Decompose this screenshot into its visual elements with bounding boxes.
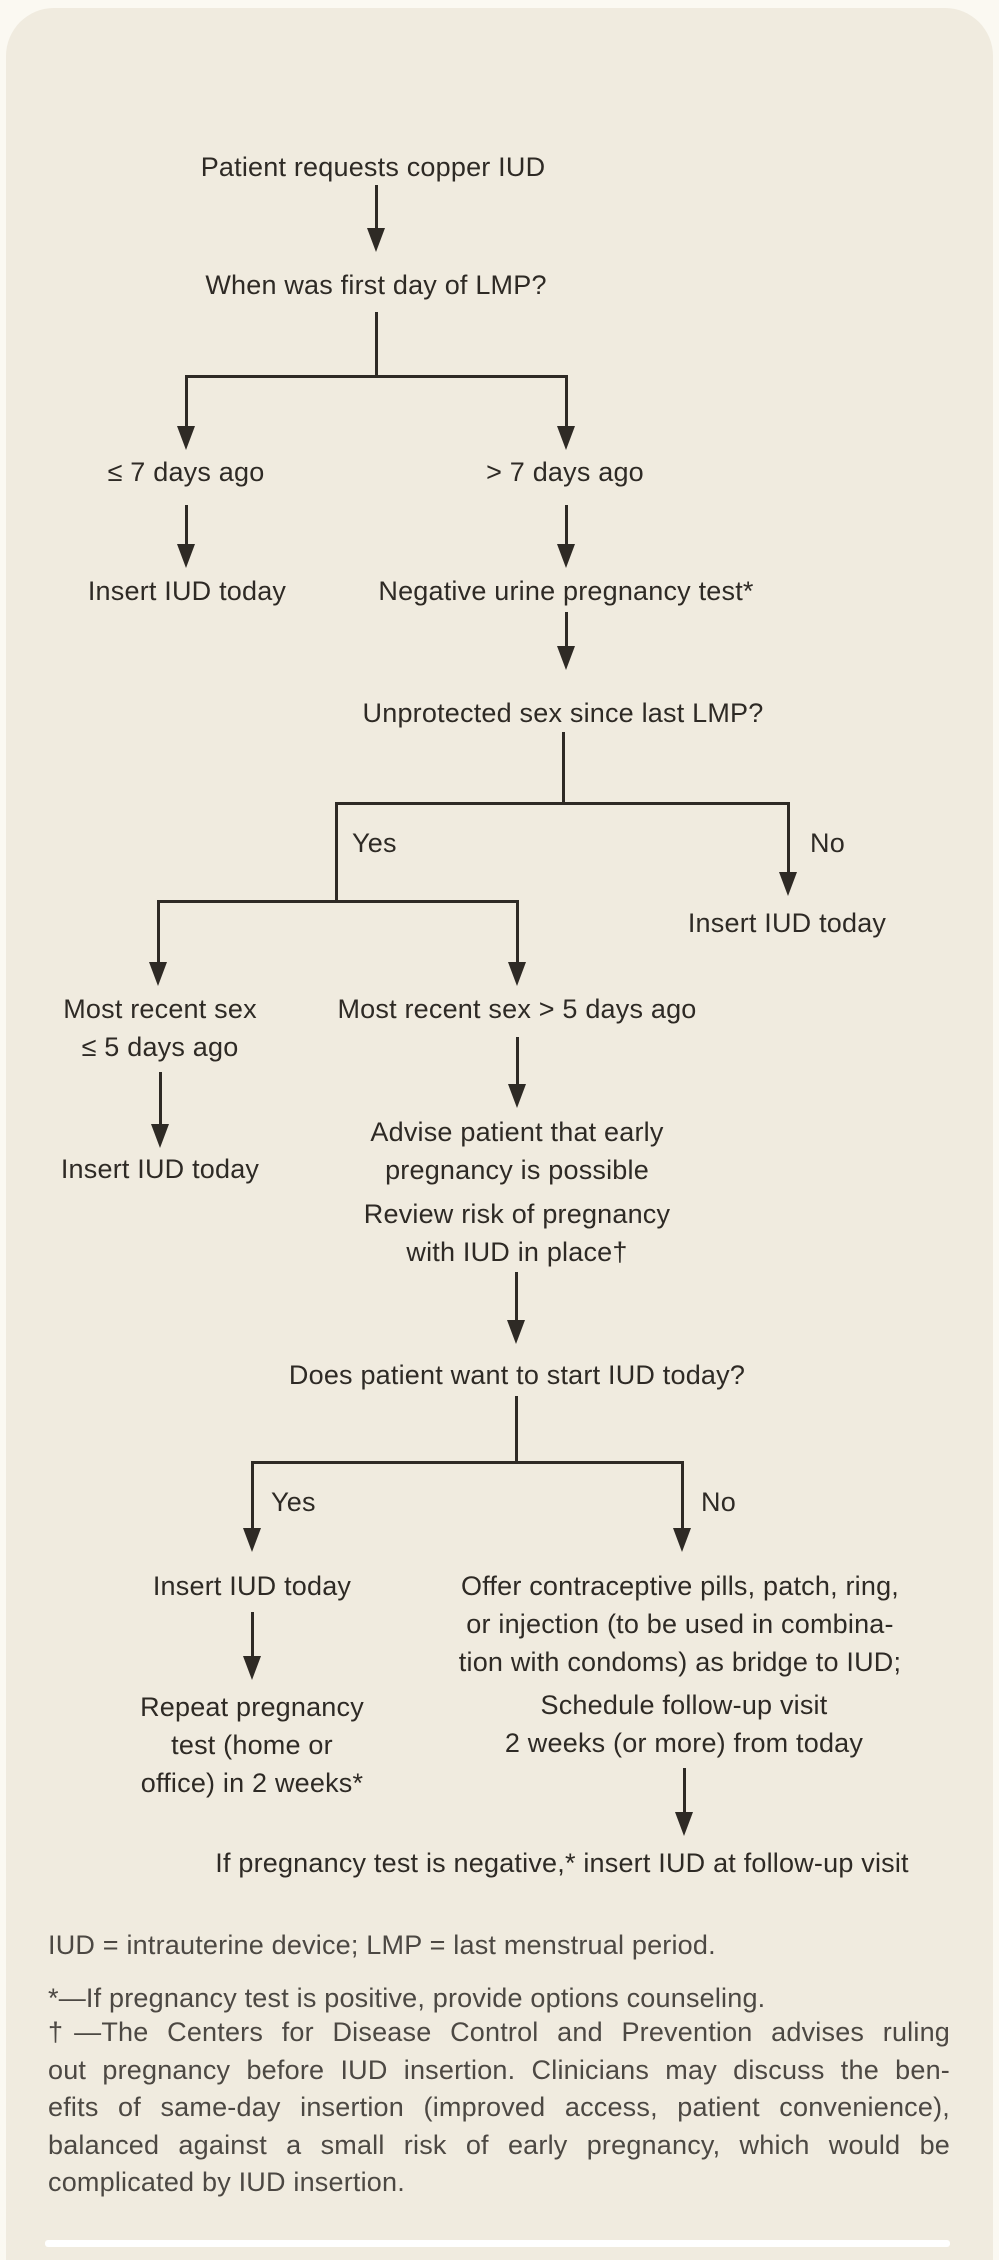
- flow-node-recent-le5: Most recent sex ≤ 5 days ago: [63, 990, 257, 1066]
- connector-yes1-down: [335, 802, 338, 903]
- connector-gt7-down: [565, 375, 568, 428]
- flow-node-repeat-test: Repeat pregnancy test (home or office) i…: [140, 1688, 364, 1802]
- flowchart-card: [6, 8, 993, 2260]
- arrowhead-final-icon: [675, 1812, 693, 1836]
- connector-le5-down: [157, 900, 160, 964]
- arrowhead-le5-icon: [149, 962, 167, 986]
- connector-unprotected-branch: [335, 802, 790, 805]
- footnote-dagger-line5: complicated by IUD insertion.: [48, 2167, 405, 2197]
- flow-node-insert-today-4: Insert IUD today: [152, 1571, 352, 1601]
- arrowhead-le7-insert-icon: [177, 544, 195, 568]
- connector-review-down: [515, 1272, 518, 1322]
- flow-node-insert-today-2: Insert IUD today: [687, 908, 887, 938]
- arrowhead-gt5-icon: [508, 962, 526, 986]
- footnote-asterisk: *—If pregnancy test is positive, provide…: [48, 1983, 766, 2013]
- flow-node-offer-line3: tion with condoms) as bridge to IUD;: [458, 1647, 902, 1677]
- footnote-dagger: †—The Centers for Disease Control and Pr…: [48, 2014, 950, 2202]
- arrowhead-review-down-icon: [507, 1320, 525, 1344]
- arrowhead-repeat-icon: [243, 1656, 261, 1680]
- arrowhead-no2-icon: [673, 1528, 691, 1552]
- connector-gt5-down: [516, 900, 519, 964]
- flow-node-schedule-line1: Schedule follow-up visit: [540, 1690, 828, 1720]
- bottom-divider: [45, 2240, 950, 2247]
- arrowhead-gt7-test-icon: [557, 544, 575, 568]
- connector-gt5-advise: [516, 1037, 519, 1086]
- flow-node-repeat-line3: office) in 2 weeks*: [140, 1768, 364, 1798]
- connector-start-down: [375, 185, 378, 230]
- connector-unprotected-stem: [562, 732, 565, 805]
- connector-gt7-test: [565, 505, 568, 546]
- flow-node-question-unprotected: Unprotected sex since last LMP?: [362, 698, 764, 728]
- flow-node-le7-days: ≤ 7 days ago: [107, 457, 265, 487]
- flow-node-final: If pregnancy test is negative,* insert I…: [215, 1848, 909, 1878]
- connector-start-today-stem: [515, 1396, 518, 1464]
- connector-lmp-branch: [185, 375, 567, 378]
- flow-node-recent-gt5: Most recent sex > 5 days ago: [337, 994, 697, 1024]
- connector-le5-insert: [159, 1072, 162, 1126]
- arrowhead-start-down-icon: [367, 228, 385, 252]
- flow-label-yes-2: Yes: [271, 1487, 316, 1517]
- flow-node-schedule-line2: 2 weeks (or more) from today: [504, 1728, 864, 1758]
- flow-node-negative-test: Negative urine pregnancy test*: [378, 576, 754, 606]
- flow-node-question-start-today: Does patient want to start IUD today?: [288, 1360, 746, 1390]
- flow-label-yes-1: Yes: [352, 828, 397, 858]
- footnote-dagger-line3: efits of same-day insertion (improved ac…: [48, 2092, 950, 2122]
- flow-node-question-lmp: When was first day of LMP?: [205, 270, 547, 300]
- flow-node-start: Patient requests copper IUD: [200, 152, 546, 182]
- connector-le7-insert: [185, 505, 188, 546]
- arrowhead-yes2-icon: [243, 1528, 261, 1552]
- flow-node-schedule: Schedule follow-up visit 2 weeks (or mor…: [505, 1686, 863, 1762]
- flow-node-gt7-days: > 7 days ago: [486, 457, 644, 487]
- connector-recent-branch: [157, 900, 519, 903]
- connector-test-down: [565, 612, 568, 648]
- flow-node-repeat-line1: Repeat pregnancy: [140, 1692, 364, 1722]
- arrowhead-test-down-icon: [557, 646, 575, 670]
- arrowhead-le7-icon: [177, 426, 195, 450]
- flow-node-recent-le5-line1: Most recent sex: [63, 994, 257, 1024]
- flow-node-review-line2: with IUD in place†: [406, 1237, 628, 1267]
- flow-node-repeat-line2: test (home or: [171, 1730, 333, 1760]
- flow-node-recent-le5-line2: ≤ 5 days ago: [81, 1032, 239, 1062]
- flow-node-advise-line1: Advise patient that early: [370, 1117, 664, 1147]
- flow-node-insert-today-3: Insert IUD today: [60, 1154, 260, 1184]
- footnote-dagger-line1: †—The Centers for Disease Control and Pr…: [48, 2017, 950, 2047]
- legend-abbreviations: IUD = intrauterine device; LMP = last me…: [48, 1930, 716, 1960]
- arrowhead-no1-icon: [779, 872, 797, 896]
- flow-node-advise-line2: pregnancy is possible: [385, 1155, 649, 1185]
- flow-node-insert-today-1: Insert IUD today: [87, 576, 287, 606]
- flow-label-no-2: No: [701, 1487, 736, 1517]
- connector-no1-down: [787, 802, 790, 874]
- connector-lmp-stem: [375, 312, 378, 378]
- arrowhead-le5-insert-icon: [151, 1124, 169, 1148]
- connector-yes2-down: [251, 1461, 254, 1530]
- connector-start-today-branch: [251, 1461, 683, 1464]
- footnote-dagger-line4: balanced against a small risk of early p…: [48, 2129, 950, 2160]
- flow-node-offer-line2: or injection (to be used in combina-: [466, 1609, 894, 1639]
- arrowhead-gt5-advise-icon: [508, 1084, 526, 1108]
- connector-schedule-final: [683, 1768, 686, 1814]
- flow-node-offer-bridge: Offer contraceptive pills, patch, ring, …: [459, 1567, 901, 1681]
- flow-label-no-1: No: [810, 828, 845, 858]
- footnote-dagger-line2: out pregnancy before IUD insertion. Clin…: [48, 2054, 950, 2085]
- connector-le7-down: [185, 375, 188, 428]
- flow-node-review: Review risk of pregnancy with IUD in pla…: [364, 1195, 670, 1271]
- flow-node-offer-line1: Offer contraceptive pills, patch, ring,: [460, 1571, 900, 1601]
- connector-no2-down: [681, 1461, 684, 1530]
- arrowhead-gt7-icon: [557, 426, 575, 450]
- flow-node-review-line1: Review risk of pregnancy: [363, 1199, 671, 1229]
- connector-insert4-repeat: [251, 1612, 254, 1658]
- flow-node-advise: Advise patient that early pregnancy is p…: [370, 1113, 663, 1189]
